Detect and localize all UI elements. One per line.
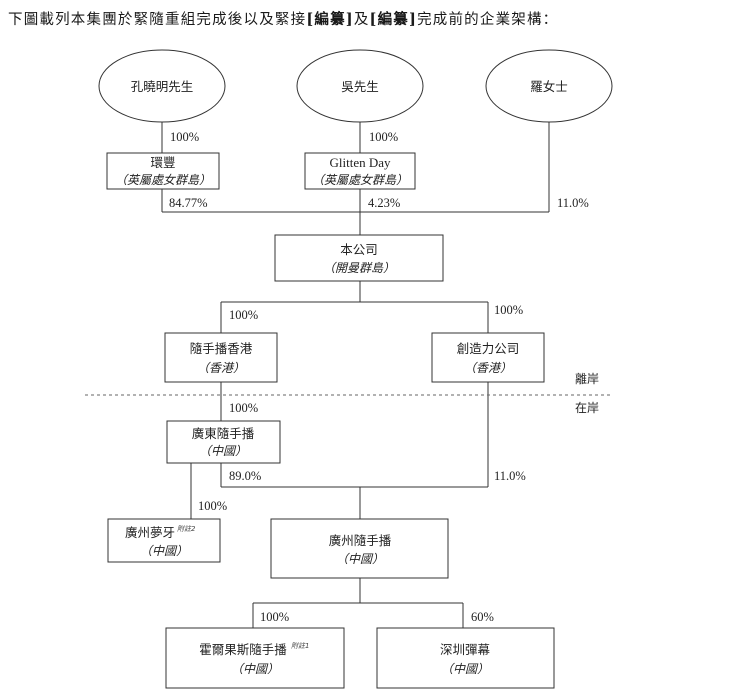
- pct-glitten-company: 4.23%: [368, 196, 400, 210]
- shareholder-kong: 孔曉明先生: [98, 49, 226, 123]
- pct-gz-horgos: 100%: [260, 610, 289, 624]
- entity-chuangzao-jurisdiction: （香港）: [464, 361, 512, 375]
- shareholder-kong-name: 孔曉明先生: [131, 79, 194, 94]
- entity-gd-sui-name: 廣東隨手播: [192, 426, 255, 441]
- entity-gd-sui-jurisdiction: （中國）: [199, 444, 247, 458]
- pct-kong-huanfeng: 100%: [170, 130, 199, 144]
- entity-chuangzao-name: 創造力公司: [457, 341, 520, 356]
- pct-company-hk: 100%: [229, 308, 258, 322]
- intro-text-pre: 下圖載列本集團於緊隨重組完成後以及緊接: [8, 12, 307, 28]
- entity-gz-meng-name: 廣州夢牙: [125, 525, 175, 540]
- offshore-label: 離岸: [575, 372, 599, 386]
- entity-horgos-box: [165, 627, 345, 689]
- entity-gz-meng-note: 附註2: [177, 525, 196, 533]
- connector-lines: [161, 122, 550, 628]
- entity-gd-sui-box: [166, 420, 281, 464]
- entity-sz-danmu-box: [376, 627, 555, 689]
- pct-hk-gd: 100%: [229, 401, 258, 415]
- entity-gz-sui: 廣州隨手播 （中國）: [270, 518, 449, 579]
- company-jurisdiction: （開曼群島）: [323, 261, 395, 275]
- onshore-label: 在岸: [575, 401, 599, 415]
- entity-horgos: 霍爾果斯隨手播 附註1 （中國）: [165, 627, 345, 689]
- entity-gz-sui-name: 廣州隨手播: [329, 533, 392, 548]
- entity-chuangzao-box: [431, 332, 545, 383]
- intro-text-mid: 及: [353, 12, 370, 28]
- company-name: 本公司: [340, 242, 378, 257]
- entity-horgos-jurisdiction: （中國）: [231, 662, 279, 676]
- shareholder-luo-name: 羅女士: [530, 79, 568, 94]
- entity-chuangzao: 創造力公司 （香港）: [431, 332, 545, 383]
- shareholder-wu: 吳先生: [296, 49, 424, 123]
- holdco-huanfeng-jurisdiction: （英屬處女群島）: [115, 173, 211, 187]
- holdco-glitten-jurisdiction: （英屬處女群島）: [312, 173, 408, 187]
- shareholder-kong-ellipse: [98, 49, 226, 123]
- holdco-huanfeng: 環豐 （英屬處女群島）: [106, 152, 220, 190]
- shareholder-luo: 羅女士: [485, 49, 613, 123]
- pct-wu-glitten: 100%: [369, 130, 398, 144]
- shareholder-luo-ellipse: [485, 49, 613, 123]
- intro-text-post: 完成前的企業架構：: [417, 12, 559, 28]
- company: 本公司 （開曼群島）: [274, 234, 444, 282]
- entity-sz-danmu: 深圳彈幕 （中國）: [376, 627, 555, 689]
- company-box: [274, 234, 444, 282]
- entity-hk-sui-box: [164, 332, 278, 383]
- pct-gd-meng: 100%: [198, 499, 227, 513]
- entity-gz-meng-jurisdiction: （中國）: [140, 544, 188, 558]
- intro-bracket-close-1: ]: [345, 11, 354, 28]
- intro-redacted-2: 編纂: [377, 11, 410, 28]
- entity-gd-sui: 廣東隨手播 （中國）: [166, 420, 281, 464]
- shareholder-wu-name: 吳先生: [341, 79, 379, 94]
- entity-gz-meng: 廣州夢牙 附註2 （中國）: [107, 518, 221, 563]
- entity-gz-sui-box: [270, 518, 449, 579]
- pct-gz-sz: 60%: [471, 610, 494, 624]
- intro-bracket-open-1: [: [306, 11, 315, 28]
- pct-chuangzao-gz: 11.0%: [494, 469, 526, 483]
- intro-bracket-open-2: [: [369, 11, 378, 28]
- holdco-glitten: Glitten Day （英屬處女群島）: [304, 152, 416, 190]
- pct-huanfeng-company: 84.77%: [169, 196, 208, 210]
- entity-horgos-note: 附註1: [291, 642, 309, 650]
- entity-gz-sui-jurisdiction: （中國）: [336, 552, 384, 566]
- holdco-huanfeng-box: [106, 152, 220, 190]
- entity-sz-danmu-jurisdiction: （中國）: [441, 662, 489, 676]
- entity-hk-sui-name: 隨手播香港: [190, 341, 253, 356]
- entity-gz-meng-box: [107, 518, 221, 563]
- pct-gd-gz: 89.0%: [229, 469, 261, 483]
- pct-luo-company: 11.0%: [557, 196, 589, 210]
- entity-sz-danmu-name: 深圳彈幕: [440, 642, 491, 657]
- percentage-labels: 100% 100% 84.77% 4.23% 11.0% 100% 100% 1…: [169, 130, 589, 624]
- entity-hk-sui: 隨手播香港 （香港）: [164, 332, 278, 383]
- shareholder-wu-ellipse: [296, 49, 424, 123]
- entity-hk-sui-jurisdiction: （香港）: [197, 361, 245, 375]
- holdco-glitten-name: Glitten Day: [329, 155, 391, 170]
- intro-sentence: 下圖載列本集團於緊隨重組完成後以及緊接[編纂]及[編纂]完成前的企業架構：: [8, 8, 748, 29]
- entity-horgos-name: 霍爾果斯隨手播: [199, 642, 287, 657]
- holdco-huanfeng-name: 環豐: [150, 155, 175, 170]
- pct-company-chuangzao: 100%: [494, 303, 523, 317]
- intro-redacted-1: 編纂: [314, 11, 346, 28]
- holdco-glitten-box: [304, 152, 416, 190]
- intro-bracket-close-2: ]: [409, 11, 418, 28]
